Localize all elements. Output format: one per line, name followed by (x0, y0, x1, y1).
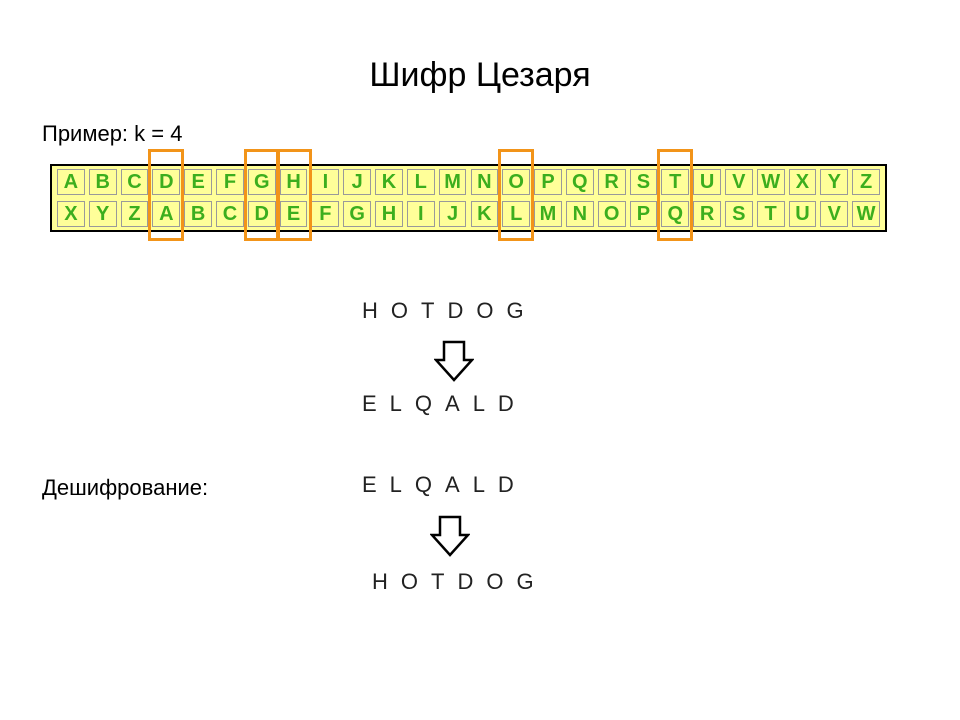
cipher-letter-cell: P (629, 201, 658, 227)
plain-letter-cell: Z (852, 169, 880, 195)
plain-letter-cell: L (406, 169, 435, 195)
decrypt-plaintext-word: HOTDOG (372, 569, 547, 594)
plain-letter-cell: Y (820, 169, 849, 195)
plain-letter-cell: Q (565, 169, 594, 195)
column-highlight (657, 149, 694, 241)
cipher-letter-cell: C (216, 201, 244, 227)
plain-letter-cell: G (247, 169, 276, 195)
ciphertext-word: ELQALD (362, 391, 527, 416)
column-highlight (148, 149, 185, 241)
plain-letter-cell: D (152, 169, 181, 195)
column-highlight (275, 149, 312, 241)
cipher-letter-cell: X (57, 201, 85, 227)
cipher-letter-cell: O (597, 201, 626, 227)
plain-letter-cell: J (343, 169, 372, 195)
cipher-letter-cell: R (693, 201, 721, 227)
cipher-letter-cell: F (311, 201, 340, 227)
cipher-letter-cell: U (788, 201, 817, 227)
cipher-letter-cell: L (502, 201, 531, 227)
plain-letter-cell: F (216, 169, 244, 195)
plain-letter-cell: V (724, 169, 753, 195)
cipher-letter-cell: T (756, 201, 785, 227)
plain-letter-cell: T (661, 169, 690, 195)
cipher-letter-cell: E (279, 201, 308, 227)
cipher-letter-cell: N (565, 201, 594, 227)
plain-letter-cell: K (375, 169, 403, 195)
cipher-letter-cell: G (343, 201, 372, 227)
plain-letter-cell: O (502, 169, 531, 195)
cipher-letter-cell: S (724, 201, 753, 227)
down-arrow-icon (434, 340, 474, 382)
plain-letter-cell: I (311, 169, 340, 195)
cipher-letter-cell: H (375, 201, 403, 227)
cipher-letter-cell: W (852, 201, 880, 227)
cipher-letter-cell: A (152, 201, 181, 227)
plain-letter-cell: P (534, 169, 562, 195)
plain-letter-cell: H (279, 169, 308, 195)
cipher-letter-cell: Y (88, 201, 117, 227)
plaintext-word: HOTDOG (362, 298, 537, 323)
cipher-letter-cell: M (534, 201, 562, 227)
plain-letter-cell: E (184, 169, 213, 195)
cipher-letter-cell: I (406, 201, 435, 227)
down-arrow-icon (430, 515, 470, 557)
plain-letter-cell: M (438, 169, 467, 195)
plain-letter-cell: X (788, 169, 817, 195)
cipher-letter-cell: J (438, 201, 467, 227)
cipher-letter-cell: D (247, 201, 276, 227)
example-label: Пример: k = 4 (42, 121, 183, 146)
plain-letter-cell: A (57, 169, 85, 195)
column-highlight (498, 149, 535, 241)
plain-letter-cell: S (629, 169, 658, 195)
plain-letter-cell: W (756, 169, 785, 195)
column-highlight (243, 149, 280, 241)
plain-letter-cell: N (470, 169, 499, 195)
plain-letter-cell: B (88, 169, 117, 195)
cipher-letter-cell: Z (120, 201, 149, 227)
cipher-letter-cell: V (820, 201, 849, 227)
plain-letter-cell: C (120, 169, 149, 195)
cipher-letter-cell: B (184, 201, 213, 227)
cipher-letter-cell: K (470, 201, 499, 227)
decrypt-label: Дешифрование: (42, 475, 209, 500)
cipher-letter-cell: Q (661, 201, 690, 227)
plain-letter-cell: U (693, 169, 721, 195)
page-title: Шифр Цезаря (369, 56, 591, 94)
plain-letter-cell: R (597, 169, 626, 195)
decrypt-ciphertext-word: ELQALD (362, 472, 527, 497)
